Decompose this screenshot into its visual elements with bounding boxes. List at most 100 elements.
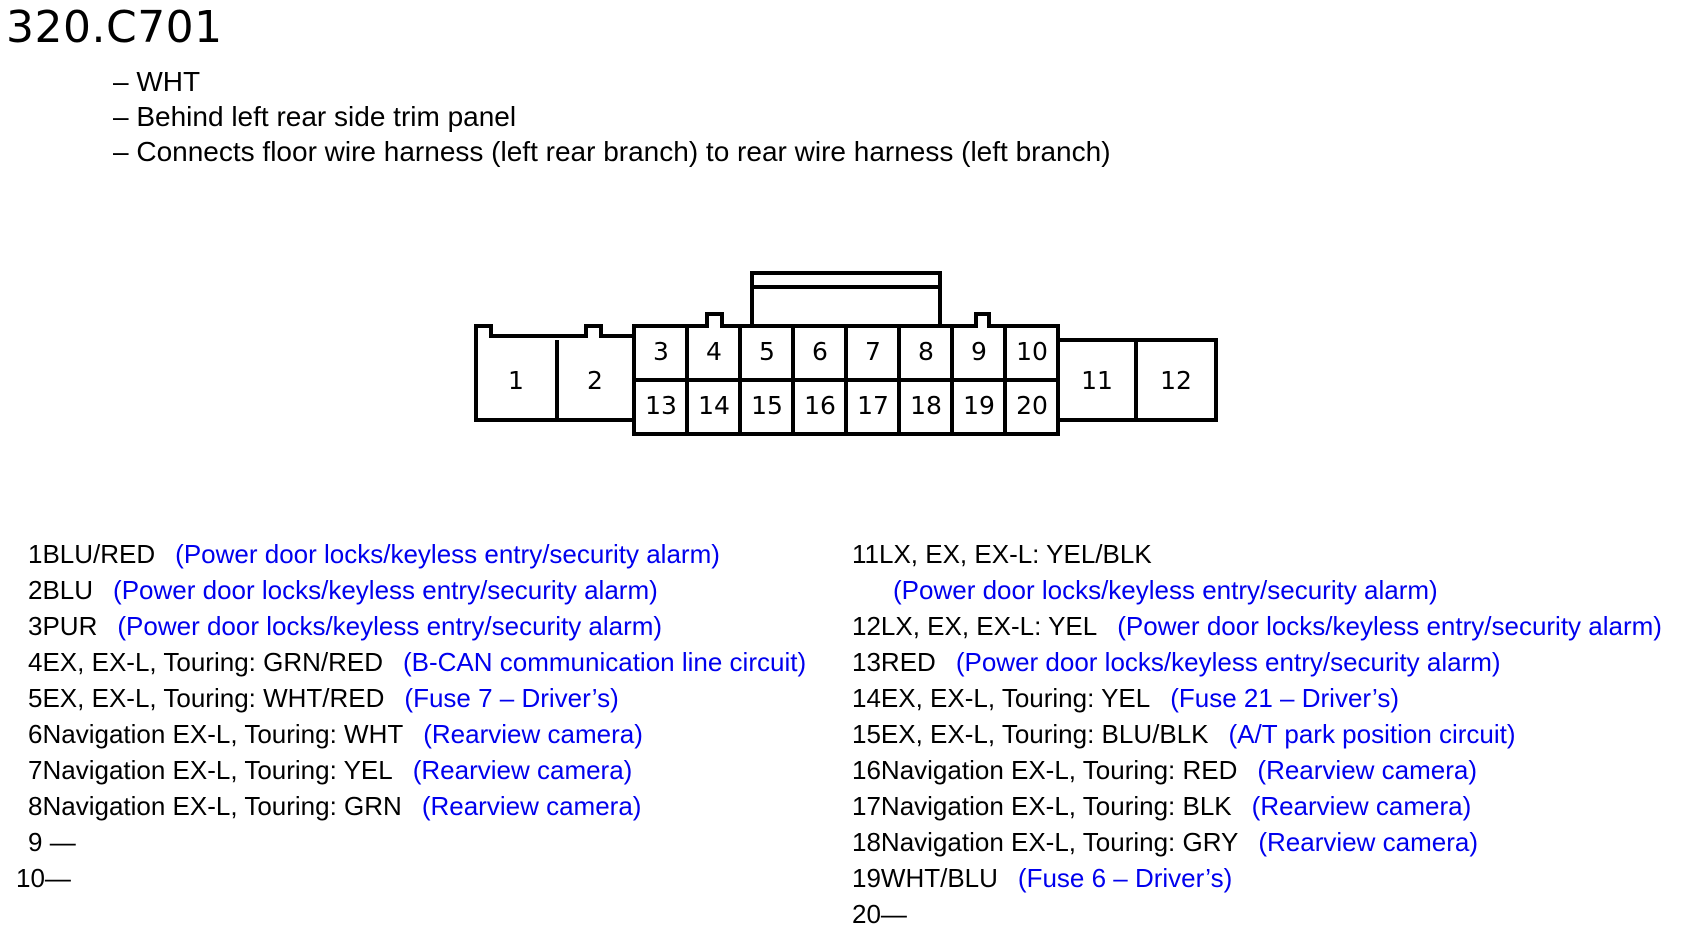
pin-number: 3 — [28, 611, 43, 641]
cavity-label-12: 12 — [1160, 366, 1192, 395]
pin-wire-color: LX, EX, EX-L: YEL/BLK — [879, 539, 1152, 569]
pin-circuit-description: (Fuse 6 – Driver’s) — [1017, 863, 1233, 893]
pin-number: 10 — [16, 863, 45, 893]
pin-number: 13 — [852, 647, 881, 677]
pin-row: 11LX, EX, EX-L: YEL/BLK — [852, 536, 1662, 572]
pin-circuit-description: (Fuse 7 – Driver’s) — [404, 683, 619, 713]
note-location: – Behind left rear side trim panel — [113, 101, 517, 132]
pin-number: 20 — [852, 899, 881, 929]
pin-number: 6 — [28, 719, 43, 749]
cavity-label-2: 2 — [587, 366, 603, 395]
pin-row: 15EX, EX-L, Touring: BLU/BLK (A/T park po… — [852, 716, 1662, 752]
pin-number: 4 — [28, 647, 43, 677]
cavity-label-7: 7 — [865, 337, 881, 366]
pin-list-right: 11LX, EX, EX-L: YEL/BLK(Power door locks… — [852, 536, 1662, 932]
pin-wire-color: RED — [880, 647, 936, 677]
pin-circuit-description: (Rearview camera) — [412, 755, 633, 785]
cavity-label-19: 19 — [963, 391, 995, 420]
pin-number: 19 — [852, 863, 881, 893]
pin-wire-color: LX, EX, EX-L: YEL — [880, 611, 1098, 641]
pin-number: 1 — [28, 539, 43, 569]
pin-wire-color: — — [44, 863, 71, 893]
pin-list-left: 1BLU/RED (Power door locks/keyless entry/… — [16, 536, 806, 896]
pin-number: 18 — [852, 827, 881, 857]
cavity-label-16: 16 — [804, 391, 836, 420]
connector-title: 320.C701 — [6, 2, 223, 53]
pin-number: 7 — [28, 755, 43, 785]
pin-wire-color: Navigation EX-L, Touring: GRY — [880, 827, 1239, 857]
pin-number: 17 — [852, 791, 881, 821]
pin-circuit-description: (Rearview camera) — [423, 719, 643, 749]
pin-wire-color: BLU — [42, 575, 94, 605]
pin-row: 3PUR (Power door locks/keyless entry/secu… — [28, 608, 806, 644]
note-color: – WHT — [113, 66, 201, 97]
cavity-label-1: 1 — [508, 366, 524, 395]
pin-wire-color: — — [880, 899, 907, 929]
cavity-label-6: 6 — [812, 337, 828, 366]
note-connects: – Connects floor wire harness (left rear… — [113, 136, 1111, 167]
pin-circuit-description: (Power door locks/keyless entry/security… — [955, 647, 1501, 677]
pin-number: 2 — [28, 575, 43, 605]
pin-number: 15 — [852, 719, 881, 749]
pin-row: 13RED (Power door locks/keyless entry/sec… — [852, 644, 1662, 680]
pin-circuit-description: (B-CAN communication line circuit) — [403, 647, 807, 677]
pin-row: 18Navigation EX-L, Touring: GRY (Rearview… — [852, 824, 1662, 860]
connector-body-outline — [474, 312, 1218, 436]
pin-row: 16Navigation EX-L, Touring: RED (Rearview… — [852, 752, 1662, 788]
cavity-label-18: 18 — [910, 391, 942, 420]
pin-wire-color: WHT/BLU — [880, 863, 998, 893]
pin-circuit-description: (Power door locks/keyless entry/security… — [1117, 611, 1662, 641]
pin-number: 9 — [28, 827, 43, 857]
pin-row: 6Navigation EX-L, Touring: WHT (Rearview … — [28, 716, 806, 752]
pin-circuit-description: (Rearview camera) — [1257, 755, 1478, 785]
pin-number: 11 — [852, 539, 879, 569]
pin-circuit-description: (Power door locks/keyless entry/security… — [893, 575, 1438, 605]
cavity-label-5: 5 — [759, 337, 775, 366]
pin-row: 7Navigation EX-L, Touring: YEL (Rearview … — [28, 752, 806, 788]
pin-circuit-description: (Rearview camera) — [421, 791, 642, 821]
pin-circuit-description: (Power door locks/keyless entry/security… — [175, 539, 720, 569]
pin-circuit-description: (Power door locks/keyless entry/security… — [117, 611, 663, 641]
pin-wire-color: EX, EX-L, Touring: BLU/BLK — [880, 719, 1209, 749]
pin-row: 19WHT/BLU (Fuse 6 – Driver’s) — [852, 860, 1662, 896]
pin-wire-color: Navigation EX-L, Touring: WHT — [42, 719, 404, 749]
pin-wire-color: Navigation EX-L, Touring: RED — [880, 755, 1238, 785]
cavity-label-17: 17 — [857, 391, 889, 420]
cavity-label-20: 20 — [1016, 391, 1048, 420]
pin-circuit-description: (Rearview camera) — [1251, 791, 1472, 821]
pin-number: 16 — [852, 755, 881, 785]
pin-wire-color: EX, EX-L, Touring: GRN/RED — [42, 647, 383, 677]
pin-row: 20— — [852, 896, 1662, 932]
pin-row: 2BLU (Power door locks/keyless entry/secu… — [28, 572, 806, 608]
pin-wire-color: PUR — [42, 611, 98, 641]
pin-circuit-description: (Fuse 21 – Driver’s) — [1170, 683, 1400, 713]
cavity-label-11: 11 — [1081, 366, 1113, 395]
cavity-label-14: 14 — [698, 391, 730, 420]
pin-number: 5 — [28, 683, 43, 713]
cavity-label-9: 9 — [971, 337, 987, 366]
pin-row: 17Navigation EX-L, Touring: BLK (Rearview… — [852, 788, 1662, 824]
cavity-label-10: 10 — [1016, 337, 1048, 366]
connector-notes: – WHT – Behind left rear side trim panel… — [113, 64, 1111, 169]
pin-circuit-description: (A/T park position circuit) — [1228, 719, 1516, 749]
pin-wire-color: Navigation EX-L, Touring: YEL — [42, 755, 393, 785]
pin-row: 10— — [16, 860, 806, 896]
pin-row: (Power door locks/keyless entry/security… — [852, 572, 1662, 608]
pin-row: 1BLU/RED (Power door locks/keyless entry/… — [28, 536, 806, 572]
pin-row: 5EX, EX-L, Touring: WHT/RED (Fuse 7 – Dri… — [28, 680, 806, 716]
pin-row: 4EX, EX-L, Touring: GRN/RED (B-CAN commun… — [28, 644, 806, 680]
cavity-label-15: 15 — [751, 391, 783, 420]
pin-wire-color: EX, EX-L, Touring: YEL — [880, 683, 1151, 713]
pin-row: 9 — — [28, 824, 806, 860]
pin-wire-color: Navigation EX-L, Touring: BLK — [880, 791, 1232, 821]
cavity-label-8: 8 — [918, 337, 934, 366]
pin-wire-color: BLU/RED — [42, 539, 156, 569]
pin-row: 14EX, EX-L, Touring: YEL(Fuse 21 – Drive… — [852, 680, 1662, 716]
pin-row: 8Navigation EX-L, Touring: GRN(Rearview … — [28, 788, 806, 824]
pin-circuit-description: (Power door locks/keyless entry/security… — [113, 575, 658, 605]
pin-wire-color: Navigation EX-L, Touring: GRN — [42, 791, 402, 821]
pin-circuit-description: (Rearview camera) — [1258, 827, 1478, 857]
cavity-label-3: 3 — [653, 337, 669, 366]
pin-wire-color: EX, EX-L, Touring: WHT/RED — [42, 683, 385, 713]
